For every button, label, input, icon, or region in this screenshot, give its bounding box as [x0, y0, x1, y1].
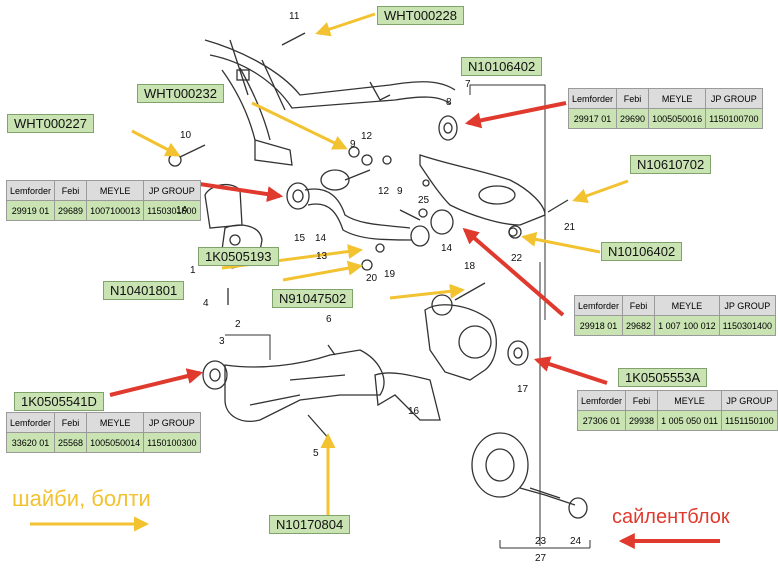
part-number: 21 [564, 222, 576, 233]
nuts-washers [168, 146, 518, 271]
callout-n10170804: N10170804 [269, 515, 351, 534]
bushing-15 [286, 182, 310, 210]
part-number: 17 [517, 384, 529, 395]
callout-1k0505541d: 1K0505541D [14, 392, 104, 411]
part-number: 22 [511, 253, 523, 264]
callout-wht000228: WHT000228 [377, 6, 464, 25]
part-number: 27 [535, 553, 547, 564]
part-number: 23 [535, 536, 547, 547]
suspension-diagram [30, 12, 720, 549]
callout-1k0505553a: 1K0505553A [618, 368, 708, 387]
callout-n10106402-right: N10106402 [601, 242, 683, 261]
part-number: 16 [408, 406, 420, 417]
legend-bushings: сайлентблок [612, 506, 730, 528]
callout-n91047502: N91047502 [272, 289, 354, 308]
bushing-arrows [109, 101, 720, 549]
part-number: 24 [570, 536, 582, 547]
upper-control-arm [304, 169, 421, 241]
part-number: 19 [384, 269, 396, 280]
part-number: 20 [366, 273, 378, 284]
wheel-hub [471, 432, 588, 519]
lower-control-arm [202, 349, 385, 422]
part-number: 12 [361, 131, 373, 142]
upper-link-7 [419, 115, 546, 239]
knuckle-16 [374, 294, 497, 421]
part-number: 11 [289, 11, 300, 22]
callout-1k0505193: 1K0505193 [198, 247, 279, 266]
part-number: 2 [235, 319, 241, 330]
bolt-arrows [30, 12, 629, 532]
part-number: 15 [294, 233, 306, 244]
part-number: 12 [378, 186, 390, 197]
callout-n10106402-top: N10106402 [461, 57, 543, 76]
group-brackets [225, 84, 591, 549]
subframe [204, 39, 456, 166]
part-number: 1 [190, 265, 196, 276]
bushing-17 [507, 340, 529, 366]
part-number: 6 [326, 314, 332, 325]
part-number: 8 [446, 97, 452, 108]
callout-wht000232: WHT000232 [137, 84, 224, 103]
part-number: 14 [441, 243, 453, 254]
part-number: 18 [464, 261, 476, 272]
callout-n10610702: N10610702 [630, 155, 712, 174]
part-number: 13 [316, 251, 328, 262]
legend-bolts: шайби, болти [12, 486, 151, 511]
part-number: 5 [313, 448, 319, 459]
part-number: 9 [397, 186, 403, 197]
bushing-14 [410, 209, 454, 247]
part-number: 25 [418, 195, 430, 206]
callout-wht000227: WHT000227 [7, 114, 94, 133]
part-number: 4 [203, 298, 209, 309]
part-number: 14 [315, 233, 327, 244]
part-number: 3 [219, 336, 225, 347]
part-number: 9 [350, 139, 356, 150]
part-number: 7 [465, 79, 471, 90]
part-number: 1A [176, 205, 189, 216]
callout-n10401801: N10401801 [103, 281, 185, 300]
part-number: 10 [180, 130, 192, 141]
